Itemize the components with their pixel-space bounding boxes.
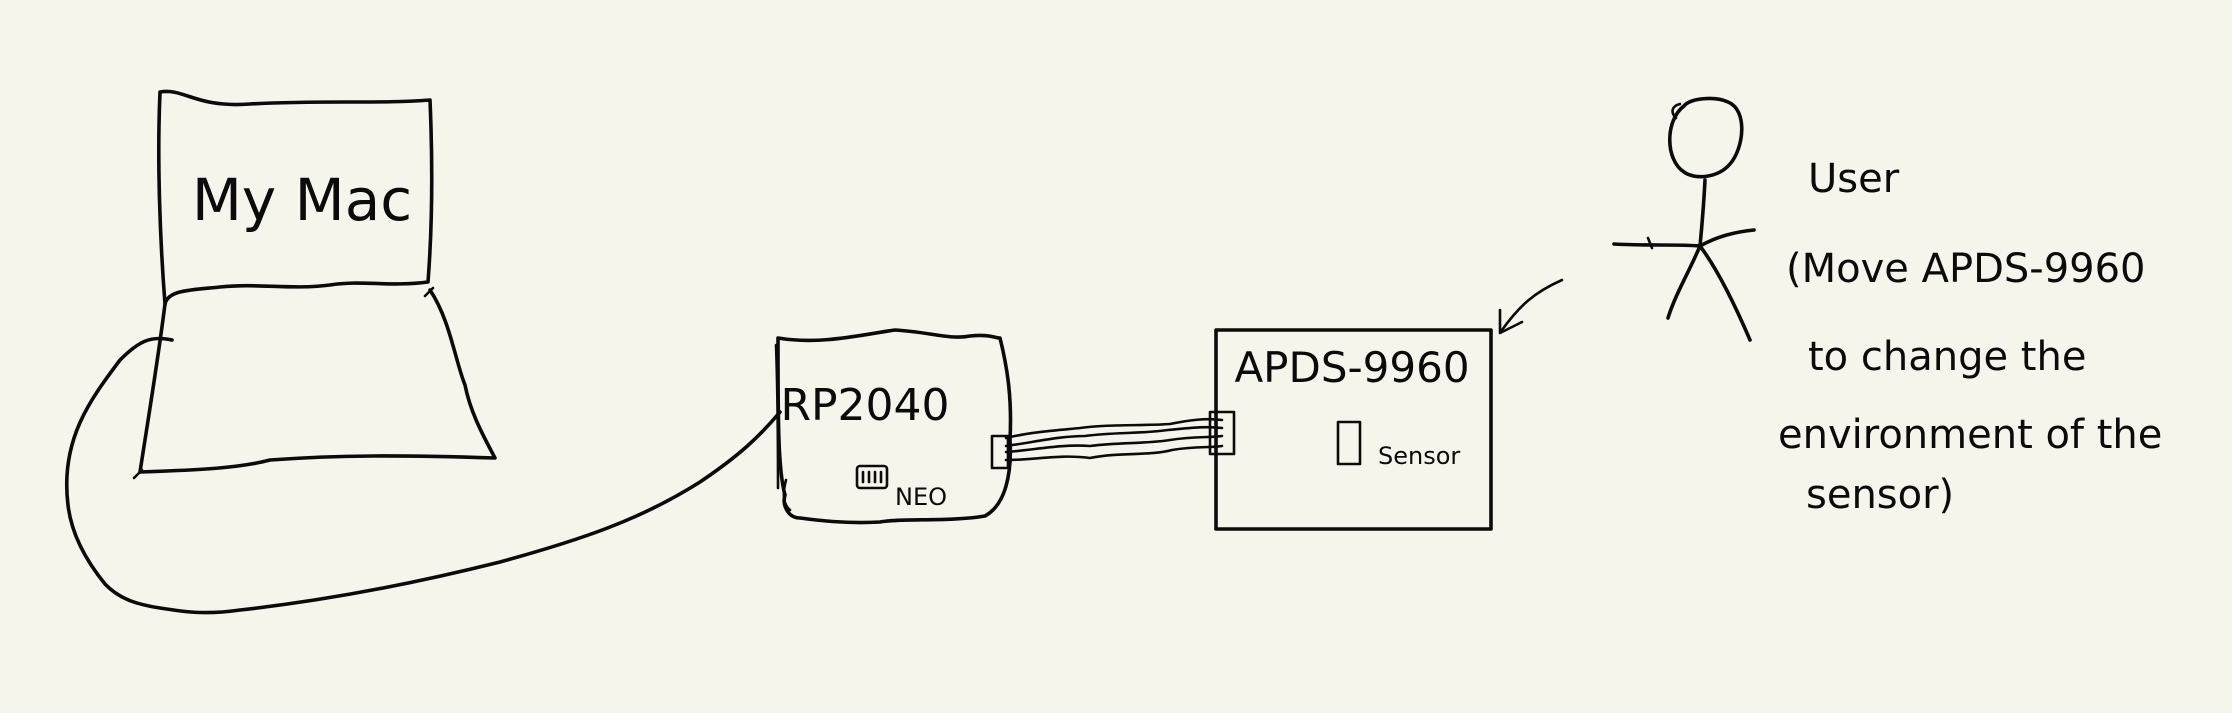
user-arm-tick	[1646, 236, 1654, 250]
neopixel-label: NEO	[895, 483, 947, 511]
user-note-line-4: sensor)	[1806, 472, 1954, 518]
neopixel-led-detail	[861, 470, 883, 484]
apds9960-board-outline	[1214, 328, 1493, 531]
ribbon-wire-1	[1004, 417, 1224, 440]
neopixel-led	[855, 464, 889, 490]
ribbon-wire-2	[1004, 425, 1224, 448]
user-head	[1667, 96, 1744, 179]
ribbon-wire-4	[1004, 444, 1224, 462]
laptop-keyboard-base	[138, 288, 497, 474]
user-arms	[1612, 228, 1756, 248]
user-note-line-1: (Move APDS-9960	[1786, 246, 2146, 292]
laptop-screen-label: My Mac	[192, 166, 412, 234]
apds9960-board: APDS-9960 Sensor	[1214, 328, 1493, 531]
user-right-leg	[1698, 244, 1752, 342]
user-body	[1698, 178, 1707, 248]
rp2040-label: RP2040	[780, 380, 949, 431]
laptop: My Mac	[132, 89, 497, 480]
sensor-label: Sensor	[1378, 442, 1460, 470]
ribbon-wire-3	[1004, 434, 1224, 454]
rp2040-board: RP2040 NEO	[774, 328, 1013, 525]
user-annotation: User (Move APDS-9960 to change the envir…	[1778, 156, 2162, 518]
user-head-detail	[1671, 102, 1682, 120]
arrow-icon	[1498, 278, 1564, 335]
user-label: User	[1808, 156, 1900, 202]
user-left-leg	[1666, 244, 1702, 320]
user-note-line-3: environment of the	[1778, 412, 2162, 458]
rp2040-board-notch	[774, 343, 792, 512]
apds9960-label: APDS-9960	[1234, 343, 1469, 392]
sensor-i2c-connector	[1208, 410, 1236, 456]
sensor-chip-icon	[1336, 420, 1362, 466]
user-figure	[1612, 96, 1756, 342]
i2c-ribbon-cable	[1004, 410, 1236, 462]
usb-cable	[65, 336, 782, 615]
user-note-line-2: to change the	[1808, 334, 2086, 380]
laptop-base-tick	[132, 286, 435, 480]
